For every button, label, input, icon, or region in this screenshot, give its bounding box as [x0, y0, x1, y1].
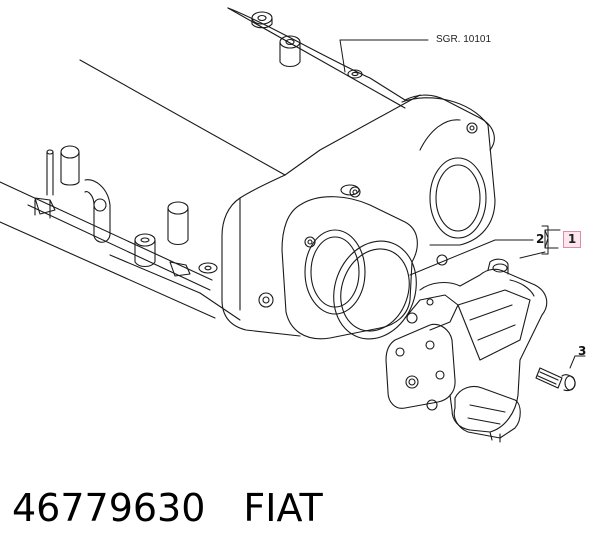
caption: 46779630 FIAT [12, 486, 323, 530]
bolt [535, 367, 576, 392]
callout-2: 2 [536, 232, 545, 246]
brand-name: FIAT [243, 486, 323, 530]
part-number: 46779630 [12, 486, 206, 530]
throttle-body [385, 258, 548, 443]
callout-3: 3 [578, 344, 587, 358]
o-ring-gasket [333, 240, 417, 340]
reference-label: SGR. 10101 [436, 34, 492, 45]
leader-lines [339, 39, 586, 369]
callout-1: 1 [563, 231, 581, 248]
exploded-parts-drawing [0, 7, 586, 443]
